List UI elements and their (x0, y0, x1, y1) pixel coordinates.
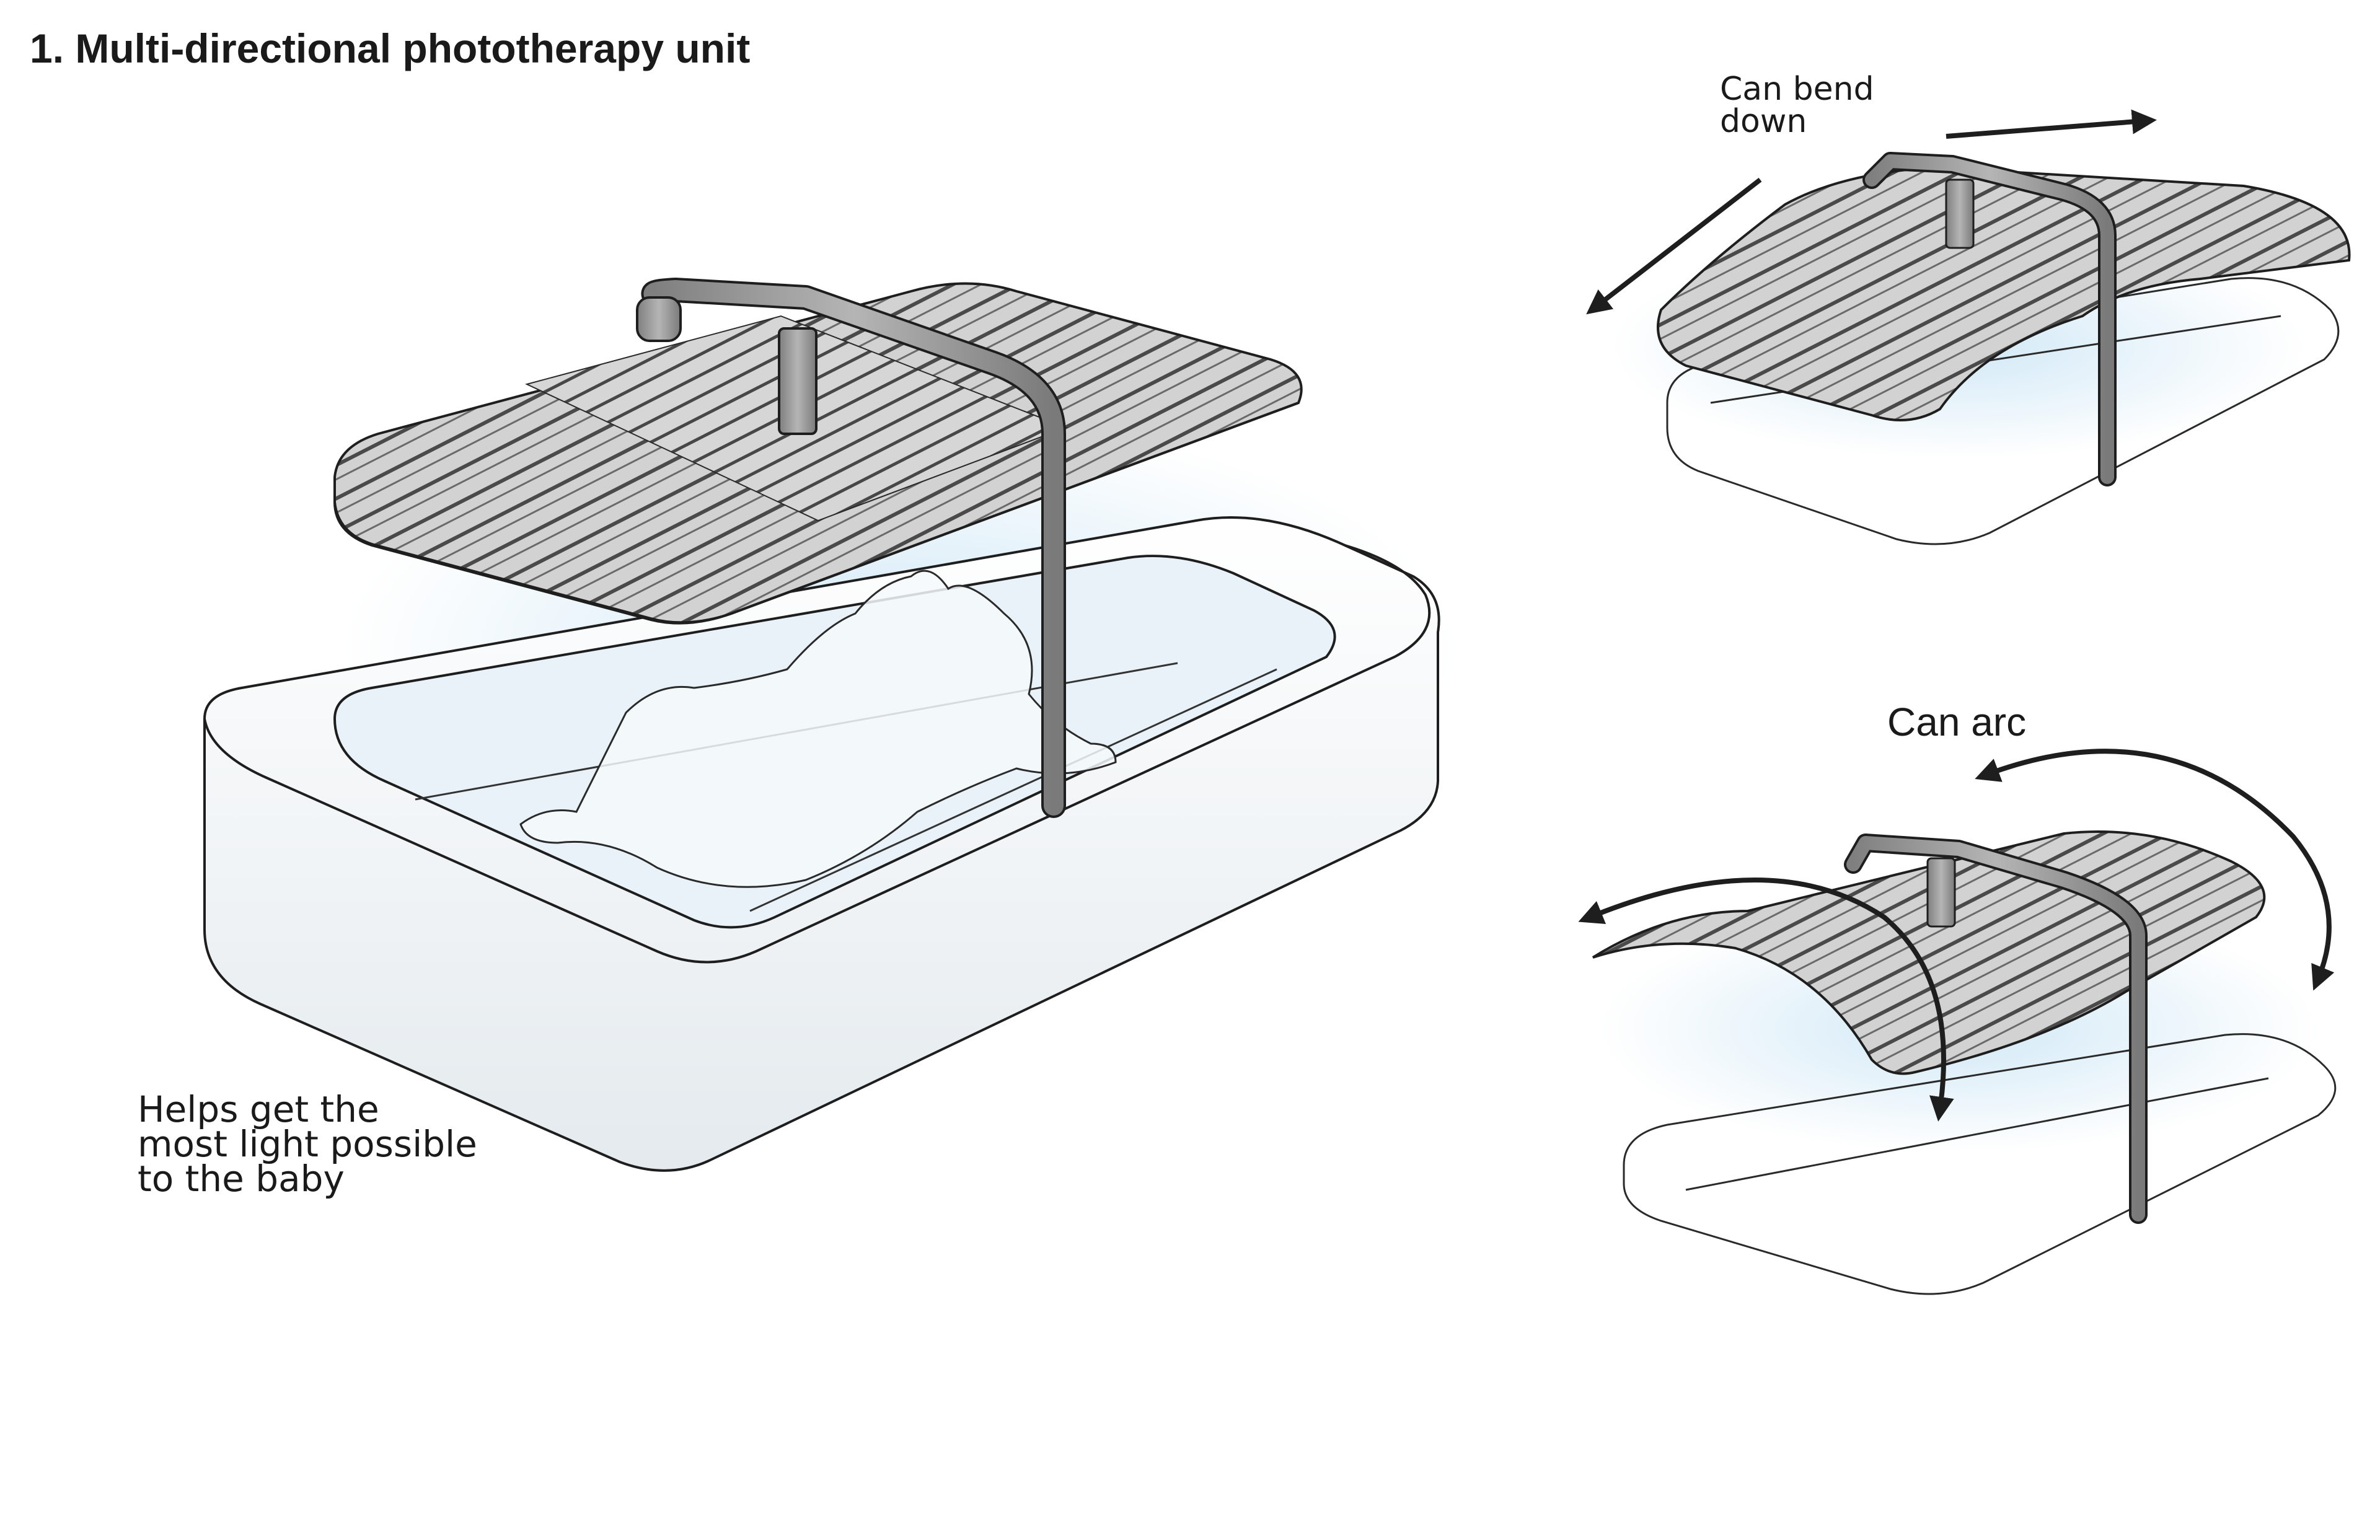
tub-rim (203, 544, 1431, 964)
arc-arrow-left (1578, 878, 1954, 1122)
bend-center-post (1945, 178, 1975, 249)
caption-bend-line-2: down (1720, 103, 1807, 140)
bend-arrow-left (1586, 177, 1762, 315)
back-post (636, 296, 682, 342)
caption-light-line-3: to the baby (138, 1158, 345, 1200)
bend-arrow-right (1946, 109, 2157, 139)
bend-rail-fill (1865, 154, 2114, 484)
caption-arc: Can arc (1887, 700, 2027, 744)
bend-down-variant (1586, 109, 2351, 545)
caption-light-line-2: most light possible (138, 1123, 477, 1165)
bend-panel (1657, 165, 2351, 421)
support-rail-fill (643, 280, 1064, 816)
caption-light-line-1: Helps get the (138, 1088, 379, 1130)
arc-tub-outline (1623, 1033, 2337, 1295)
baby-figure (519, 570, 1117, 888)
page-title: 1. Multi-directional phototherapy unit (30, 25, 751, 71)
main-unit (203, 278, 1457, 1172)
arc-center-post (1926, 857, 1956, 928)
arc-arrow-right (1975, 749, 2335, 991)
lamp-panel-edge (333, 402, 1299, 624)
center-post (778, 327, 818, 435)
arc-variant (1578, 749, 2337, 1295)
caption-bend-line-1: Can bend (1720, 71, 1874, 108)
